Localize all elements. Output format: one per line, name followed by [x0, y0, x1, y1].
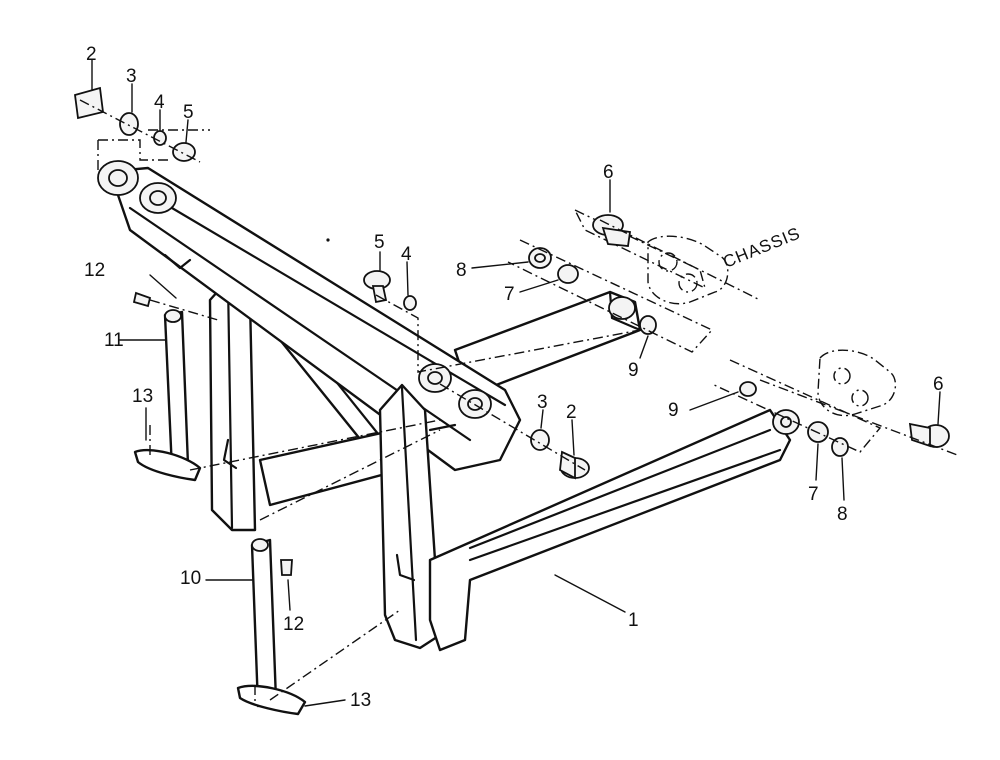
callout-label: 7: [808, 484, 819, 505]
callout-label: 6: [603, 162, 614, 183]
support-leg-left: [133, 309, 202, 482]
callout-label: 5: [183, 102, 194, 123]
leader-lines: [91, 59, 941, 707]
assembly-axes: [79, 99, 961, 705]
callout-label: 13: [132, 386, 153, 407]
callout-label: 7: [504, 284, 515, 305]
callout-label: 3: [126, 66, 137, 87]
callout-label: 12: [283, 614, 304, 635]
callout-label: 8: [837, 504, 848, 525]
callout-label: 2: [566, 402, 577, 423]
chassis-label: CHASSIS: [720, 224, 803, 272]
callout-label: 4: [401, 244, 412, 265]
callout-label: 8: [456, 260, 467, 281]
callout-label: 11: [104, 330, 124, 351]
callout-label: 12: [84, 260, 105, 281]
callout-label: 1: [628, 610, 639, 631]
callout-label: 6: [933, 374, 944, 395]
callout-labels: 1 2 2 3 3 4 4 5 5 6 6 7 7 8 8 9 9 10 11 …: [84, 44, 944, 711]
callout-label: 2: [86, 44, 97, 65]
callout-label: 4: [154, 92, 165, 113]
callout-label: 3: [537, 392, 548, 413]
callout-label: 10: [180, 568, 201, 589]
callout-label: 13: [350, 690, 371, 711]
callout-label: 9: [628, 360, 639, 381]
main-frame: [97, 160, 800, 652]
callout-label: 9: [668, 400, 679, 421]
hardware-parts: [74, 86, 950, 576]
callout-label: 5: [374, 232, 385, 253]
